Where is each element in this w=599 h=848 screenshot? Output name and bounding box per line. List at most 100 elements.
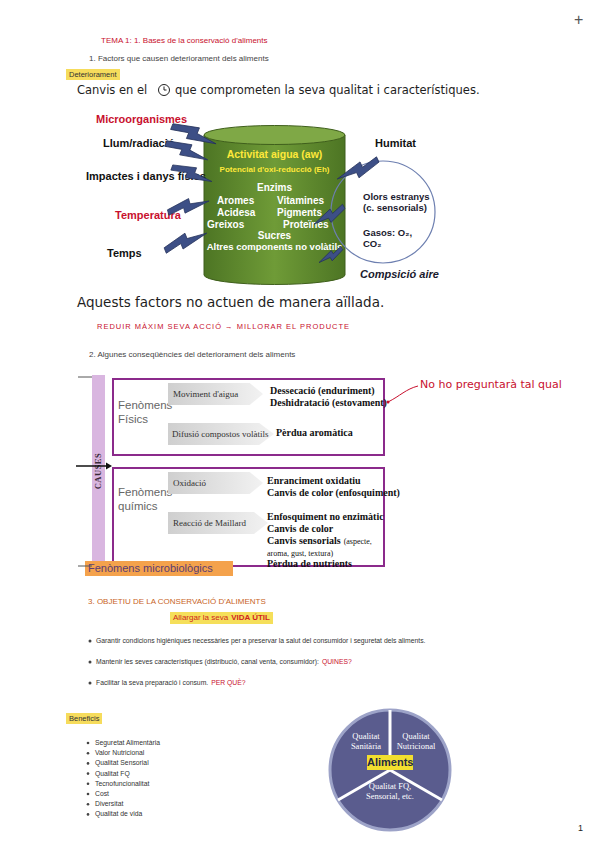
component-text: Proteïnes [283, 219, 329, 231]
circle-fill [330, 710, 450, 830]
section-heading: 1. Factors que causen deteriorament dels… [89, 54, 269, 64]
node-text: Fenòmens microbiològics [88, 561, 213, 576]
highlight-tag: Beneficis [66, 713, 102, 724]
list-item: Qualitat FQ [95, 770, 130, 777]
factor-label: Temps [107, 247, 142, 259]
lightning-arrow [319, 246, 343, 262]
consequence-text: Enranciment oxidatiu [267, 475, 361, 487]
component-text: Altres components no volàtils [207, 242, 343, 253]
section-heading: 3. OBJETIU DE LA CONSERVACIÓ D'ALIMENTS [88, 597, 266, 606]
bracket-line [78, 377, 92, 566]
factor-label: Humitat [375, 137, 416, 150]
bullet-dot [87, 813, 90, 816]
consequence-text: Canvis de color [267, 523, 333, 535]
clock-face [159, 85, 170, 96]
consequence-text: Dessecació (enduriment) [270, 385, 375, 397]
factor-label: Temps [107, 247, 142, 260]
node-text: Fenòmens químics [118, 485, 172, 514]
process-arrow: Moviment d'aigua [168, 383, 263, 405]
bullet-text: Facilitar la seva preparació i consum.PE… [96, 679, 246, 687]
consequence-text: Dessecació (enduriment) [270, 385, 375, 396]
consequence-text: Pèrdua de nutrients [267, 558, 352, 569]
highlight-tag: Deteriorament [66, 69, 120, 80]
handwritten-note: Canvis en el [77, 84, 147, 98]
microbio-band: Fenòmens microbiològics [85, 561, 233, 576]
cylinder-node: Activitat aigua (aw) Potencial d'oxi-redu… [203, 125, 346, 285]
bullet-dot [89, 661, 92, 664]
cylinder-body [204, 135, 345, 284]
clock-hands [164, 87, 167, 91]
highlight-text: Allargar la seva [173, 613, 228, 622]
oval-text: Gasos: O₂, CO₂ [363, 228, 423, 250]
factor-label: Microorganismes [96, 113, 187, 126]
clock-icon [159, 85, 170, 96]
handwritten-note: Aquests factors no actuen de manera aïll… [77, 294, 384, 310]
bullet-text: QUINES? [322, 658, 352, 665]
process-arrow: Difusió compostos volàtils [168, 423, 274, 445]
causes-band: CAUSES [92, 375, 105, 566]
consequence-text: Deshidratació (estovament) [270, 397, 387, 408]
component-text: Potencial d'oxi-reducció (Eh) [220, 165, 330, 174]
list-item: Diversitat [95, 800, 123, 807]
highlight-tag: Beneficis [69, 714, 99, 723]
component-text: Vitamines [277, 195, 324, 207]
component-text: Pigments [277, 207, 322, 219]
bullet-text: Mantenir les seves característiques (dis… [96, 658, 319, 665]
lightning-arrow [314, 204, 345, 224]
chevron-fill [168, 423, 274, 445]
note-text: REDUIR MÀXIM SEVA ACCIÓ → MILLORAR EL PR… [97, 322, 350, 331]
component-text: Enzims [257, 182, 292, 194]
bullet-text: Garantir condicions higièniques necessàr… [96, 637, 425, 645]
list-item: Cost [95, 790, 109, 798]
handwritten-note: No ho preguntarà tal qual [420, 378, 562, 391]
factor-label: Humitat [375, 137, 416, 149]
list-item: Qualitat de vida [95, 810, 142, 817]
list-item: Valor Nutricional [95, 749, 144, 756]
handwritten-note: Canvis en el [77, 83, 147, 97]
bullet-dot [87, 762, 90, 765]
list-item: Seguretat Alimentària [95, 739, 160, 747]
factor-label: Microorganismes [96, 113, 187, 125]
center-box: Aliments [367, 755, 413, 770]
quality-circle: Qualitat SanitàriaQualitat NutricionalQu… [328, 708, 452, 832]
consequence-text: Enfosquiment no enzimàtic [267, 511, 384, 523]
node-text: Fenòmens Físics [118, 398, 172, 427]
bullet-dot [89, 640, 92, 643]
oval-text: Compsició aire [360, 268, 439, 281]
factor-label: Impactes i danys físics [86, 170, 206, 183]
bullet-text: Mantenir les seves característiques (dis… [96, 658, 352, 666]
consequence-text: Canvis de color (enfosquiment) [267, 487, 400, 499]
bullet-text: Facilitar la seva preparació i consum. [96, 679, 208, 686]
factor-label: Temperatura [115, 209, 181, 222]
page-number: 1 [578, 823, 583, 833]
page-title: TEMA 1: 1. Bases de la conservació d'ali… [101, 36, 268, 46]
chevron-fill [168, 383, 263, 405]
bullet-dot [87, 772, 90, 775]
bullet-dot [89, 682, 92, 685]
leader-dot [387, 401, 390, 404]
consequence-text: Canvis sensorials [267, 535, 341, 546]
consequence-text: Canvis de color (enfosquiment) [267, 487, 400, 498]
segment-text: Qualitat Sanitària [342, 732, 390, 752]
consequence-text: Pèrdua aromàtica [276, 427, 353, 438]
bullet-text: PER QUÈ? [211, 679, 245, 686]
process-arrow: Reacció de Maillard [168, 512, 268, 534]
bullet-dot [87, 803, 90, 806]
component-text: Acidesa [217, 207, 255, 219]
list-item: Tecnofuncionalitat [95, 780, 149, 787]
segment-text: Qualitat FQ, Sensorial, etc. [358, 782, 422, 802]
list-item: Tecnofuncionalitat [95, 780, 149, 788]
highlight-text: VIDA ÚTIL [231, 613, 270, 622]
section-heading: 2. Algunes conseqüències del deteriorame… [89, 350, 295, 359]
handwritten-note: Aquests factors no actuen de manera aïll… [77, 294, 384, 310]
list-item: Qualitat de vida [95, 810, 142, 818]
component-text: Greixos [207, 219, 244, 231]
page-number: 1 [578, 823, 583, 834]
component-text: Activitat aigua (aw) [227, 148, 323, 160]
chevron-fill [168, 472, 263, 494]
consequence-text: Deshidratació (estovament) [270, 397, 387, 409]
handwritten-note: que comprometen la seva qualitat i carac… [175, 83, 480, 97]
factor-label: Llum/radiació [103, 137, 175, 150]
node-text: Reacció de Maillard [173, 512, 246, 534]
